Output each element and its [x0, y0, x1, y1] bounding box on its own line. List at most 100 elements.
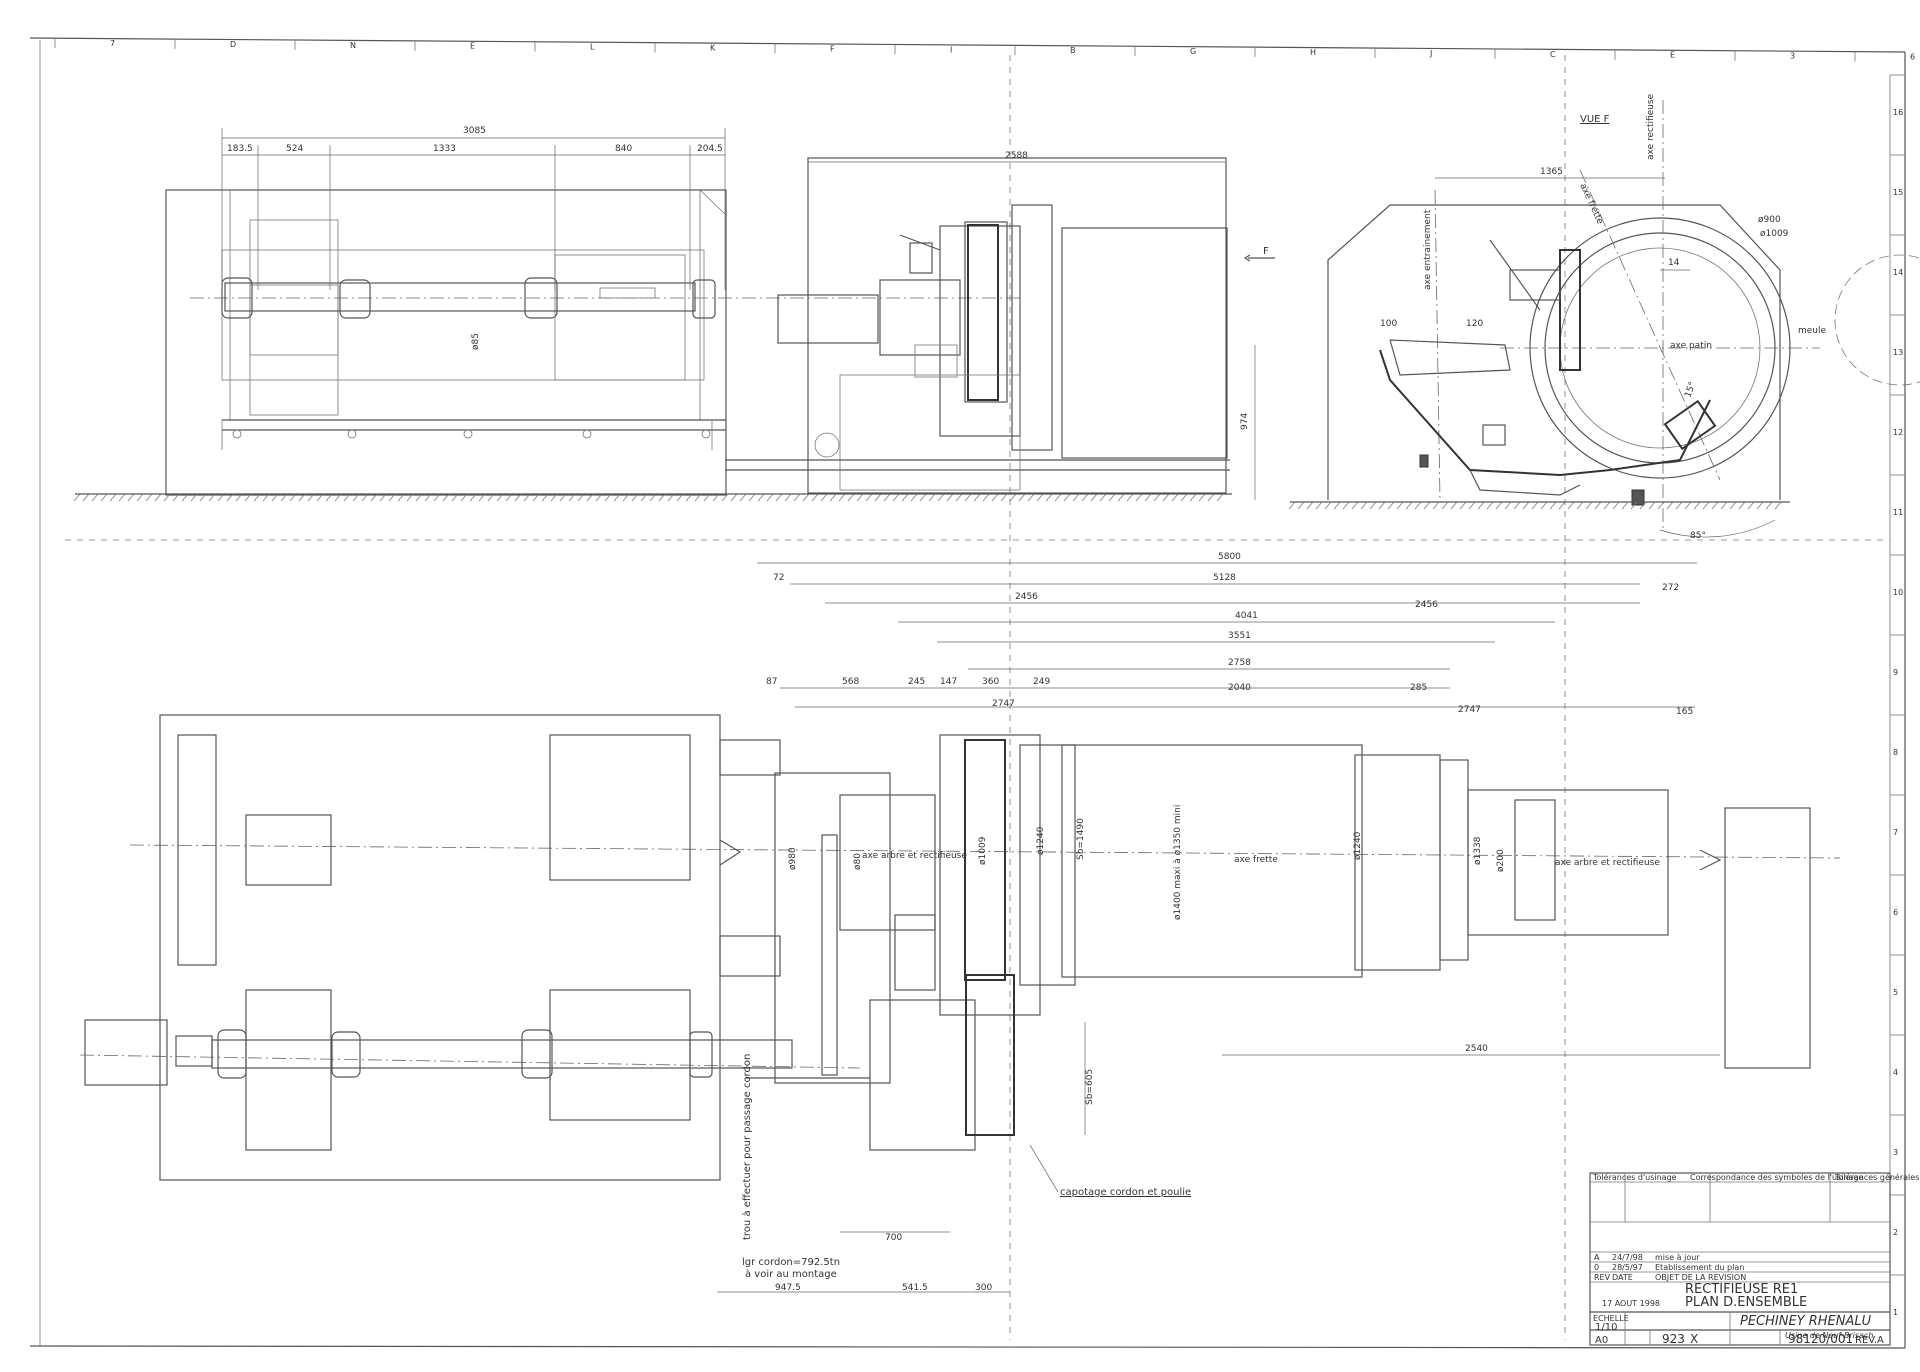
label-axe-rectifieuse: axe rectifieuse	[1646, 93, 1656, 160]
dim-5128: 5128	[1213, 573, 1236, 583]
dim-d900: ø900	[1758, 215, 1781, 225]
dim-360: 360	[982, 677, 999, 687]
dim-840: 840	[615, 144, 632, 154]
dim-2747-b: 2747	[1458, 705, 1481, 715]
dia-980: ø980	[788, 847, 798, 870]
dim-87: 87	[766, 677, 777, 687]
rev-row-date: DATE	[1612, 1273, 1633, 1282]
border-zone-mark: B	[1070, 46, 1076, 55]
rev-row-rev: 0	[1594, 1263, 1599, 1272]
dim-183-5: 183.5	[227, 144, 253, 154]
dia-1240-b: ø1240	[1353, 831, 1363, 860]
label-axe-entrainement: axe entrainement	[1423, 209, 1433, 290]
border-zone-number: 7	[1893, 828, 1898, 837]
rev-row-rev: REV	[1594, 1273, 1611, 1282]
dim-2588: 2588	[1005, 151, 1028, 161]
tb-title-2: PLAN D.ENSEMBLE	[1685, 1295, 1807, 1310]
dim-300: 300	[975, 1283, 992, 1293]
border-zone-mark: N	[350, 41, 356, 50]
dim-700: 700	[885, 1233, 902, 1243]
dia-1400-1350: ø1400 maxi à ø1350 mini	[1173, 805, 1183, 920]
dim-245: 245	[908, 677, 925, 687]
dim-1333: 1333	[433, 144, 456, 154]
dim-147: 147	[940, 677, 957, 687]
border-zone-number: 12	[1893, 428, 1903, 437]
border-zone-mark: C	[1550, 50, 1556, 59]
border-zone-mark: F	[830, 44, 835, 53]
tb-tolerance-header: Tolérances d'usinage	[1592, 1172, 1677, 1182]
tb-company: PECHINEY RHENALU	[1740, 1314, 1872, 1329]
border-zone-number: 6	[1893, 908, 1898, 917]
border-zone-number: 11	[1893, 508, 1903, 517]
dim-100: 100	[1380, 319, 1397, 329]
tb-format: A0	[1595, 1335, 1608, 1346]
dim-541-5: 541.5	[902, 1283, 928, 1293]
dim-sb-605: Sb=605	[1085, 1069, 1095, 1105]
border-zone-mark: K	[710, 44, 716, 53]
dia-80: ø80	[853, 853, 863, 870]
tb-plant: Usine de Neuf-Brisach	[1785, 1331, 1873, 1340]
border-zone-number: 9	[1893, 668, 1898, 677]
dim-2540: 2540	[1465, 1044, 1488, 1054]
border-zone-number: 2	[1893, 1228, 1898, 1237]
border-zone-mark: E	[1670, 51, 1675, 60]
border-zone-number: 15	[1893, 188, 1903, 197]
tb-number-1: 923	[1662, 1332, 1685, 1346]
dim-14: 14	[1668, 258, 1680, 268]
border-zone-number: 1	[1893, 1308, 1898, 1317]
border-zone-mark: I	[950, 45, 952, 54]
rev-row-date: 24/7/98	[1612, 1253, 1643, 1262]
border-zone-mark: G	[1190, 47, 1196, 56]
border-zone-number: 3	[1893, 1148, 1898, 1157]
border-zone-mark: H	[1310, 48, 1316, 57]
label-meule: meule	[1798, 326, 1827, 336]
tb-scale-label: ECHELLE	[1593, 1314, 1629, 1323]
dim-568: 568	[842, 677, 859, 687]
dim-15-deg: 15°	[1683, 381, 1698, 399]
dim-1365: 1365	[1540, 167, 1563, 177]
tb-scale: 1/10	[1595, 1322, 1617, 1333]
dim-947-5: 947.5	[775, 1283, 801, 1293]
dim-120: 120	[1466, 319, 1483, 329]
tb-title-1: RECTIFIEUSE RE1	[1685, 1282, 1798, 1297]
label-trou-passage: trou à effectuer pour passage cordon	[741, 1054, 753, 1240]
tb-date-stamp: 17 AOUT 1998	[1602, 1299, 1660, 1308]
label-axe-arbre-2: axe arbre et rectifieuse	[1555, 858, 1660, 868]
rev-row-date: 28/5/97	[1612, 1263, 1643, 1272]
tb-symbols-header: Correspondance des symboles de l'usinage	[1690, 1173, 1864, 1182]
border-zone-mark: 6	[1910, 53, 1915, 62]
tb-general-header: Tolérances générales	[1834, 1172, 1919, 1182]
dim-2747-a: 2747	[992, 699, 1015, 709]
dia-1009: ø1009	[978, 836, 988, 865]
border-zone-mark: J	[1429, 49, 1432, 58]
dia-sb-1490: Sb=1490	[1076, 818, 1086, 860]
dim-2456-b: 2456	[1415, 600, 1438, 610]
dim-5800: 5800	[1218, 552, 1241, 562]
rev-row-desc: Etablissement du plan	[1655, 1263, 1744, 1272]
rev-row-desc: mise à jour	[1655, 1253, 1700, 1262]
border-zone-number: 4	[1893, 1068, 1898, 1077]
dim-85-deg: 85°	[1690, 531, 1706, 541]
title-block: Tolérances d'usinage Correspondance des …	[1589, 1172, 1919, 1346]
dim-272: 272	[1662, 583, 1679, 593]
tb-revision: REV.A	[1855, 1335, 1884, 1346]
dia-1240-a: ø1240	[1036, 826, 1046, 855]
label-axe-frette: axe frette	[1577, 182, 1605, 226]
border-zone-number: 14	[1893, 268, 1903, 277]
border-zone-number: 10	[1893, 588, 1903, 597]
rev-row-rev: A	[1594, 1253, 1600, 1262]
dim-3551: 3551	[1228, 631, 1251, 641]
dim-3085: 3085	[463, 126, 486, 136]
border-zone-number: 16	[1893, 108, 1903, 117]
border-zone-mark: 7	[110, 39, 115, 48]
label-axe-frette: axe frette	[1234, 855, 1278, 865]
label-axe-patin: axe patin	[1670, 341, 1712, 351]
dim-d1009: ø1009	[1760, 229, 1789, 239]
top-elevation-view: 3085 183.5 524 1333 840 204.5 2588 974 ø…	[73, 126, 1275, 502]
label-voir-montage: à voir au montage	[745, 1268, 837, 1280]
dim-249: 249	[1033, 677, 1050, 687]
dim-2040: 2040	[1228, 683, 1251, 693]
